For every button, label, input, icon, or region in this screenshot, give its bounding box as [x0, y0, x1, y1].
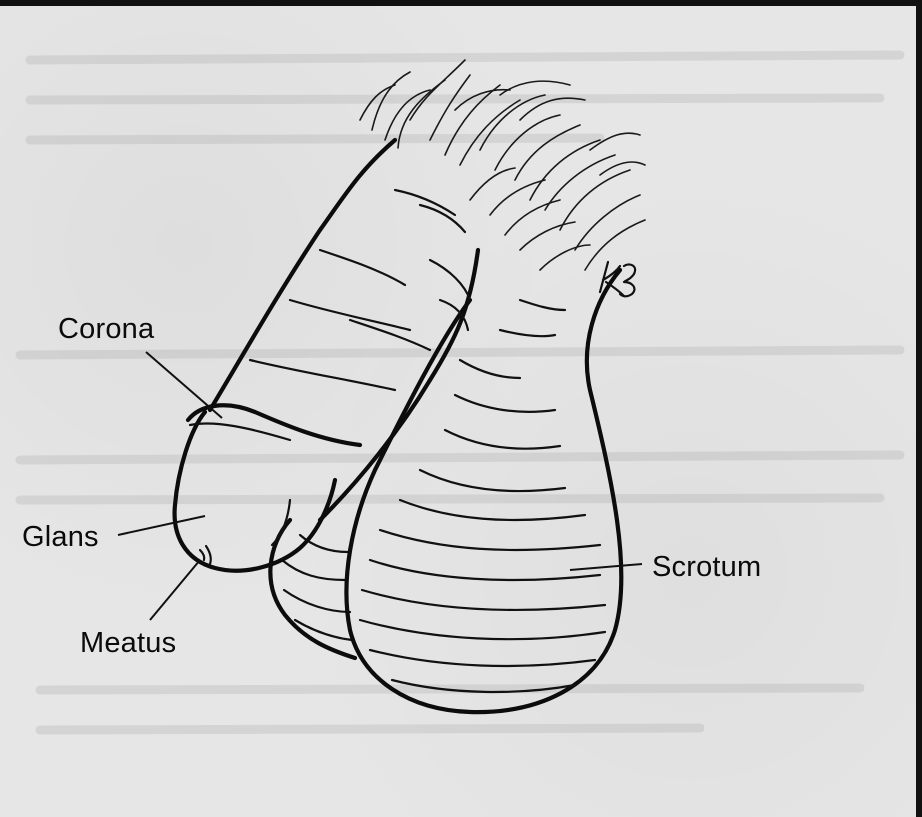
scrotum-right-lobe: [346, 270, 621, 712]
label-scrotum: Scrotum: [652, 551, 761, 583]
scrotum-leader-line: [570, 564, 642, 570]
label-glans: Glans: [22, 521, 99, 553]
corona-leader-line: [146, 352, 222, 418]
glans-leader-line: [118, 516, 205, 535]
pubic-hair: [360, 60, 645, 270]
label-corona: Corona: [58, 313, 155, 345]
scrotum-left-lobe: [270, 520, 355, 658]
label-meatus: Meatus: [80, 627, 176, 659]
meatus-leader-line: [150, 560, 200, 620]
glans-head: [175, 405, 360, 570]
